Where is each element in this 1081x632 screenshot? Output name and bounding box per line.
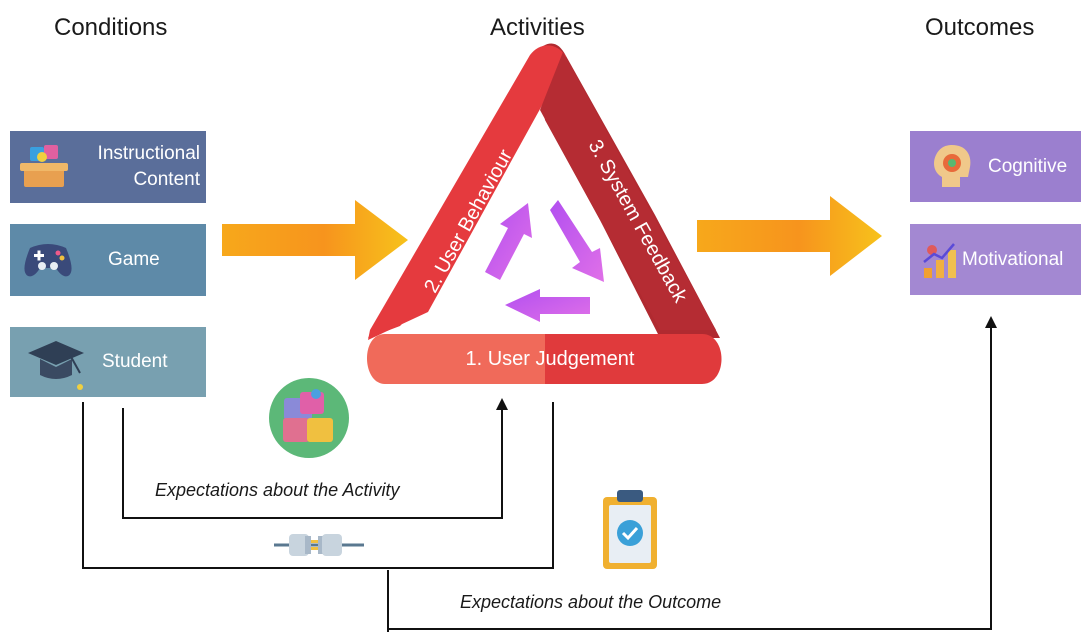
- cycle-arrows: [485, 200, 604, 322]
- graduation-cap-icon: [24, 335, 88, 403]
- user-judgement-label: 1. User Judgement: [465, 348, 635, 370]
- instructional-content-label: Instructional Content: [97, 143, 200, 190]
- instructional-content-box: Instructional Content: [10, 131, 206, 203]
- puzzle-badge-icon: [269, 378, 349, 458]
- clipboard-check-icon: [603, 490, 657, 569]
- game-label: Game: [108, 249, 160, 270]
- conditions-heading: Conditions: [54, 14, 168, 41]
- plug-connection-icon: [274, 534, 364, 556]
- cognitive-box: Cognitive: [910, 131, 1081, 202]
- expectations-outcome-label: Expectations about the Outcome: [460, 592, 722, 612]
- activity-triangle: [366, 43, 722, 384]
- student-label: Student: [102, 351, 168, 372]
- activities-heading: Activities: [490, 14, 585, 41]
- conditions-to-activities-arrow: [222, 200, 408, 280]
- expectations-activity-label: Expectations about the Activity: [155, 480, 400, 500]
- cognitive-label: Cognitive: [988, 156, 1068, 177]
- gamepad-icon: [20, 236, 76, 292]
- student-box: Student: [10, 327, 206, 397]
- brain-icon: [930, 143, 974, 197]
- motivational-label: Motivational: [962, 249, 1064, 270]
- outcomes-heading: Outcomes: [925, 14, 1035, 41]
- instructional-content-icon: [16, 139, 72, 203]
- game-box: Game: [10, 224, 206, 296]
- activities-to-outcomes-arrow: [697, 196, 882, 276]
- motivational-box: Motivational: [910, 224, 1081, 295]
- expectation-lines: [82, 322, 992, 632]
- arrowheads: [496, 316, 997, 410]
- growth-chart-icon: [920, 238, 960, 288]
